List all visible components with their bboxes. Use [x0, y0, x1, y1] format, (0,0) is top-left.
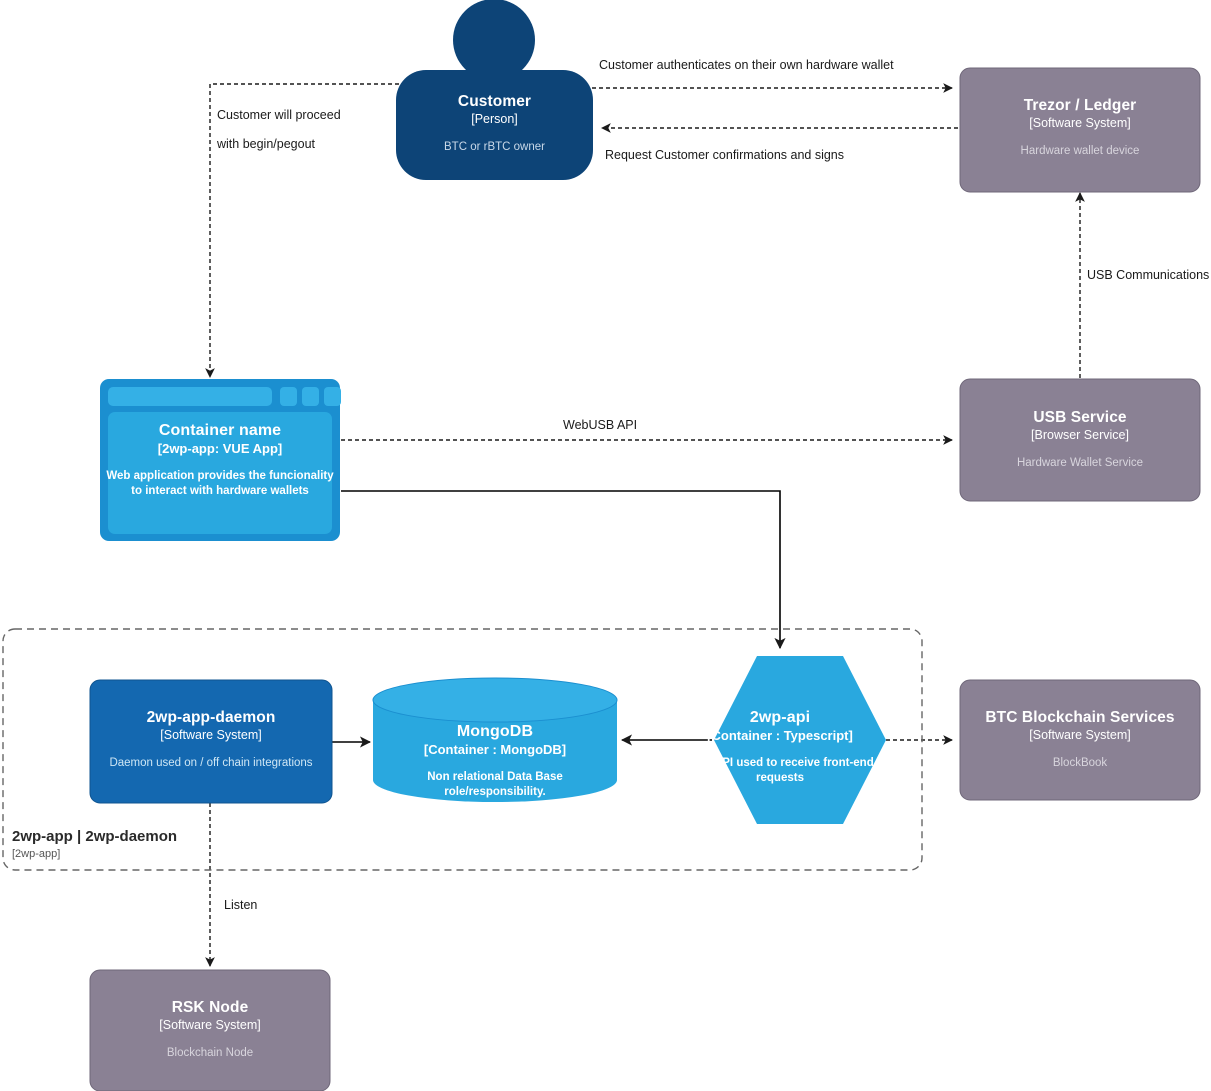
node-rsk-node[interactable]: [89, 969, 331, 1091]
node-customer[interactable]: [396, 0, 593, 180]
edge-customer-to-app: [205, 83, 399, 378]
node-2wp-api[interactable]: [714, 656, 886, 824]
node-container-name[interactable]: [100, 379, 341, 541]
edge-app-to-api: [341, 490, 786, 650]
node-mongodb[interactable]: [372, 677, 618, 802]
node-2wp-app-daemon[interactable]: [89, 679, 333, 804]
node-usb-service[interactable]: [959, 378, 1201, 502]
boundary-box: [2, 628, 923, 871]
node-trezor-ledger[interactable]: [959, 67, 1201, 193]
node-btc-blockchain-services[interactable]: [959, 679, 1201, 801]
